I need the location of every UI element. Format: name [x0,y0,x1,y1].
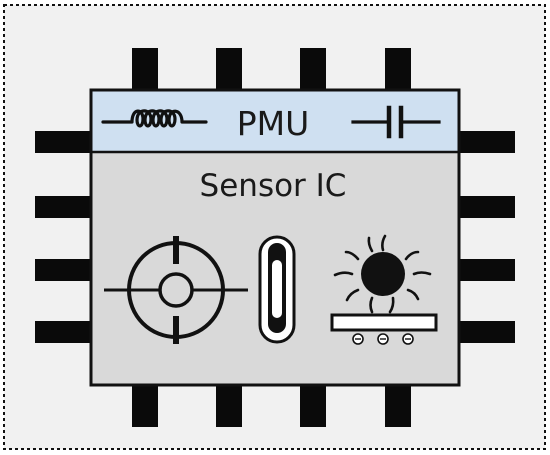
pin [459,321,515,343]
top-pins [132,48,411,90]
pin [300,48,326,90]
capacitor-icon [351,105,441,139]
pin [35,321,91,343]
pin [385,48,411,90]
crosshair-target-icon [104,236,248,344]
pin [35,196,91,218]
pin [216,48,242,90]
pin [459,196,515,218]
pin [459,259,515,281]
pin [300,385,326,427]
inductor-coil-icon [101,109,208,128]
pin [385,385,411,427]
bottom-pins [132,385,411,427]
pmu-label: PMU [237,104,310,143]
sun-light-sensor-icon [330,234,438,345]
sensor-ic-label: Sensor IC [200,168,347,204]
left-pins [35,131,91,343]
pin [132,385,158,427]
pin [216,385,242,427]
pin [35,259,91,281]
pin [459,131,515,153]
chip-outline [89,88,461,387]
pin [132,48,158,90]
right-pins [459,131,515,343]
thermometer-icon [258,235,296,344]
pin [35,131,91,153]
